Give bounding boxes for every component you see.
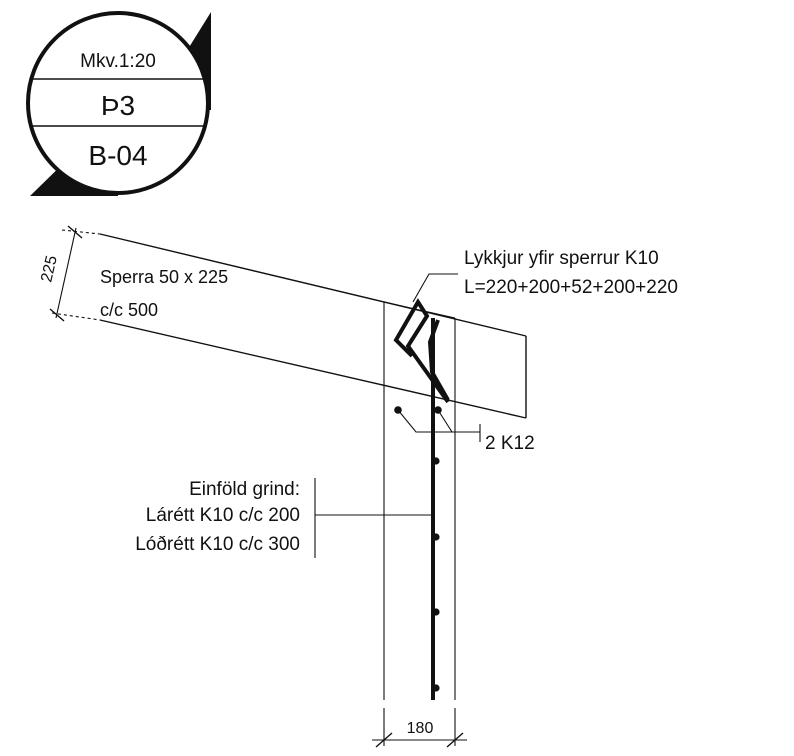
mesh-annotation: Einföld grind: Lárétt K10 c/c 200 Lóðrét…: [135, 478, 431, 558]
hook-bar-left: [393, 298, 450, 404]
rafter-depth-dimension: 225: [38, 225, 101, 322]
hook-bar-right: [427, 319, 450, 401]
mesh-horizontal-label: Lárétt K10 c/c 200: [146, 505, 300, 526]
wall-width-dimension: 180: [372, 708, 467, 748]
tie-bar-length: L=220+200+52+200+220: [464, 277, 678, 298]
wall-top: [383, 301, 456, 319]
detail-number: Þ3: [101, 90, 135, 121]
tie-bar-annotation: Lykkjur yfir sperrur K10 L=220+200+52+20…: [412, 248, 678, 303]
hook-bar: [393, 298, 450, 404]
dimension-line-225: [55, 227, 77, 319]
top-bars-annotation: 2 K12: [397, 409, 535, 454]
scale-label: Mkv.1:20: [80, 51, 156, 72]
rafter: Sperra 50 x 225 c/c 500: [99, 233, 527, 419]
rafter-extension-line-bottom: [51, 312, 101, 321]
rafter-spacing-label: c/c 500: [100, 300, 158, 320]
mesh-vertical-label: Lóðrétt K10 c/c 300: [135, 534, 300, 555]
rebar-dot: [432, 684, 440, 692]
tie-bar-leader: [412, 273, 458, 303]
wall-width-value: 180: [407, 720, 434, 737]
dimension-tick-bottom: [49, 308, 65, 322]
rebar-dot: [432, 533, 440, 541]
dimension-tick-top: [67, 225, 83, 239]
top-bars-leader-left: [397, 409, 458, 433]
wall-width-tick-right: [446, 732, 464, 748]
rafter-label: Sperra 50 x 225: [100, 267, 228, 287]
rafter-extension-line-top: [61, 229, 101, 235]
reinforcement-dots: [394, 406, 442, 692]
wall-width-tick-left: [375, 732, 393, 748]
tie-bar-label: Lykkjur yfir sperrur K10: [464, 248, 659, 269]
title-block: Mkv.1:20 Þ3 B-04: [26, 11, 211, 196]
rebar-dot: [432, 608, 440, 616]
rafter-depth-value: 225: [38, 254, 61, 284]
title-block-circle: [26, 11, 210, 195]
mesh-title: Einföld grind:: [189, 479, 300, 500]
top-bars-leader-right: [437, 409, 453, 433]
rebar-dot: [432, 457, 440, 465]
top-bars-label: 2 K12: [485, 433, 535, 454]
rafter-bottom-edge: [99, 319, 527, 419]
sheet-number: B-04: [88, 140, 147, 171]
